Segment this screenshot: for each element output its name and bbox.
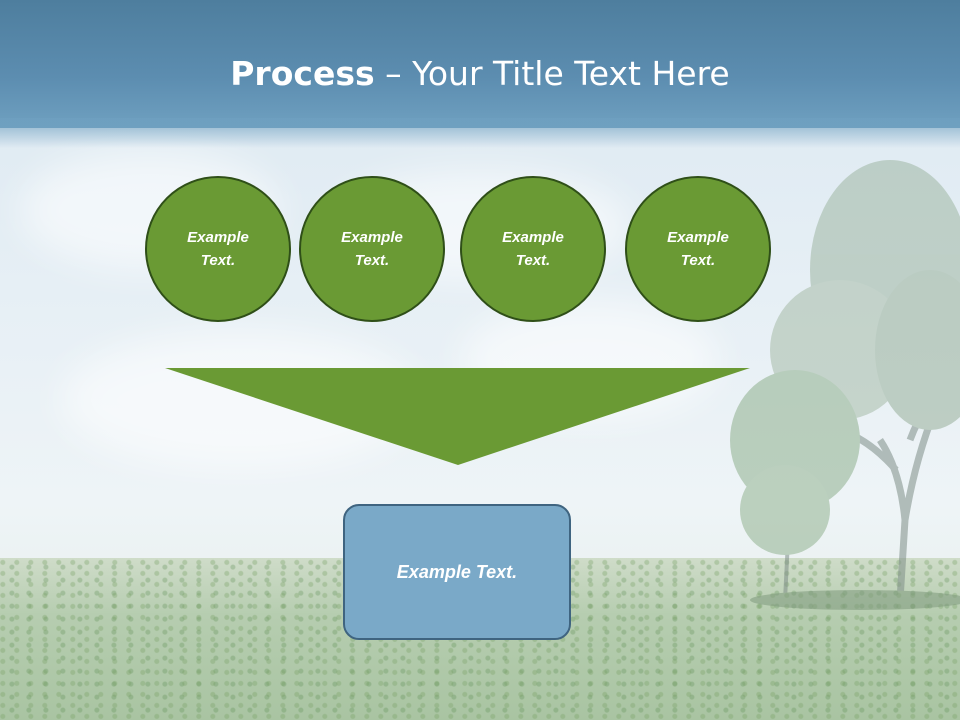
title-rest: – Your Title Text Here <box>374 54 730 93</box>
funnel-arrow <box>165 368 750 465</box>
step-line-1: Example <box>502 229 564 246</box>
title-bar-fade <box>0 118 960 148</box>
step-line-2: Text. <box>680 252 716 269</box>
step-line-1: Example <box>667 229 729 246</box>
step-line-2: Text. <box>515 252 551 269</box>
step-line-1: Example <box>187 229 249 246</box>
funnel-triangle <box>165 368 750 465</box>
step-line-1: Example <box>341 229 403 246</box>
step-line-2: Text. <box>354 252 390 269</box>
title-bar <box>0 0 960 128</box>
title-bold: Process <box>230 54 375 93</box>
slide-title: Process – Your Title Text Here <box>0 52 960 96</box>
step-line-2: Text. <box>200 252 236 269</box>
result-label: Example Text. <box>396 561 518 582</box>
result-box: Example Text. <box>343 504 571 640</box>
tree-illustration <box>730 160 960 610</box>
